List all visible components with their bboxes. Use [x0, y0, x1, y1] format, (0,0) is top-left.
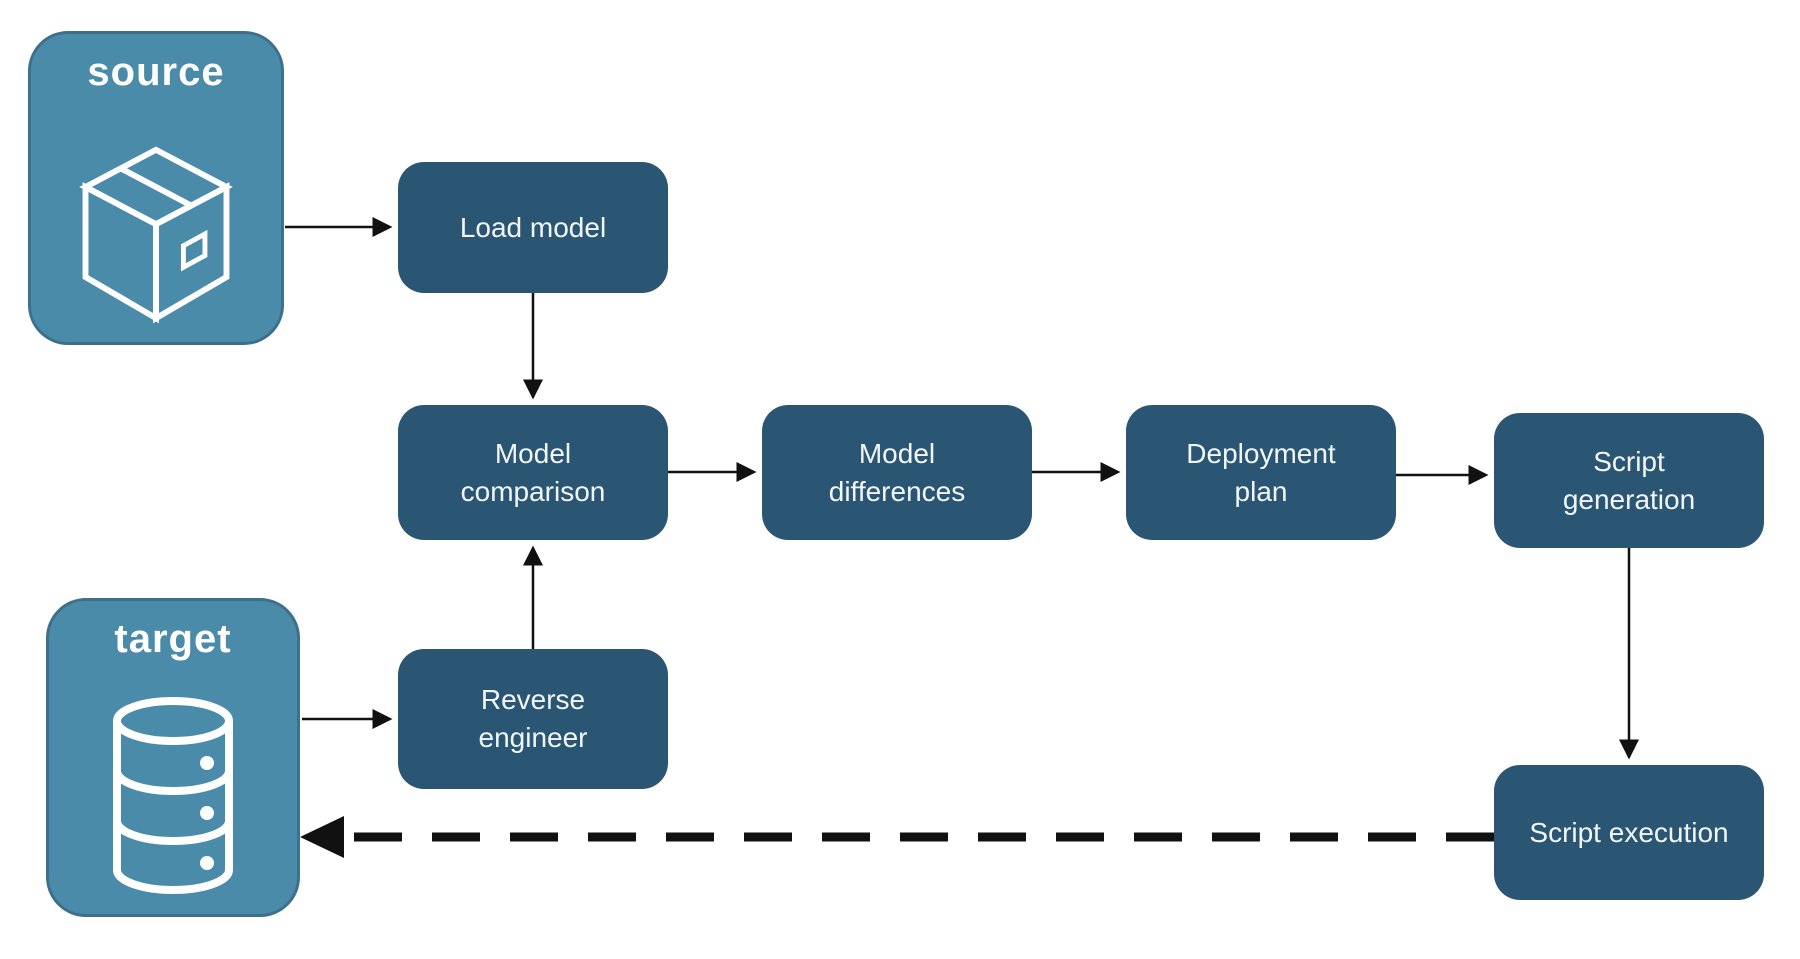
database-icon: [49, 693, 297, 898]
target-label: target: [114, 617, 232, 661]
node-script-execution-label: Script execution: [1529, 816, 1729, 848]
node-model-differences-label: Model differences: [828, 437, 966, 507]
node-reverse-engineer-label: Reverse engineer: [478, 684, 588, 753]
endpoint-source: source: [28, 31, 284, 345]
node-model-comparison: Model comparison: [398, 405, 668, 540]
node-script-generation: Script generation: [1494, 413, 1764, 548]
arrow-script-execution-to-target: [300, 816, 1494, 858]
node-deployment-plan: Deployment plan: [1126, 405, 1396, 540]
node-script-generation-label: Script generation: [1562, 445, 1696, 515]
endpoint-target: target: [46, 598, 300, 917]
source-label: source: [87, 50, 225, 94]
package-icon: [31, 140, 281, 326]
node-load-model: Load model: [398, 162, 668, 293]
node-load-model-label: Load model: [459, 211, 607, 243]
node-model-comparison-label: Model comparison: [460, 437, 606, 507]
node-deployment-plan-label: Deployment plan: [1186, 437, 1336, 507]
node-reverse-engineer: Reverse engineer: [398, 649, 668, 789]
node-model-differences: Model differences: [762, 405, 1032, 540]
node-script-execution: Script execution: [1494, 765, 1764, 900]
